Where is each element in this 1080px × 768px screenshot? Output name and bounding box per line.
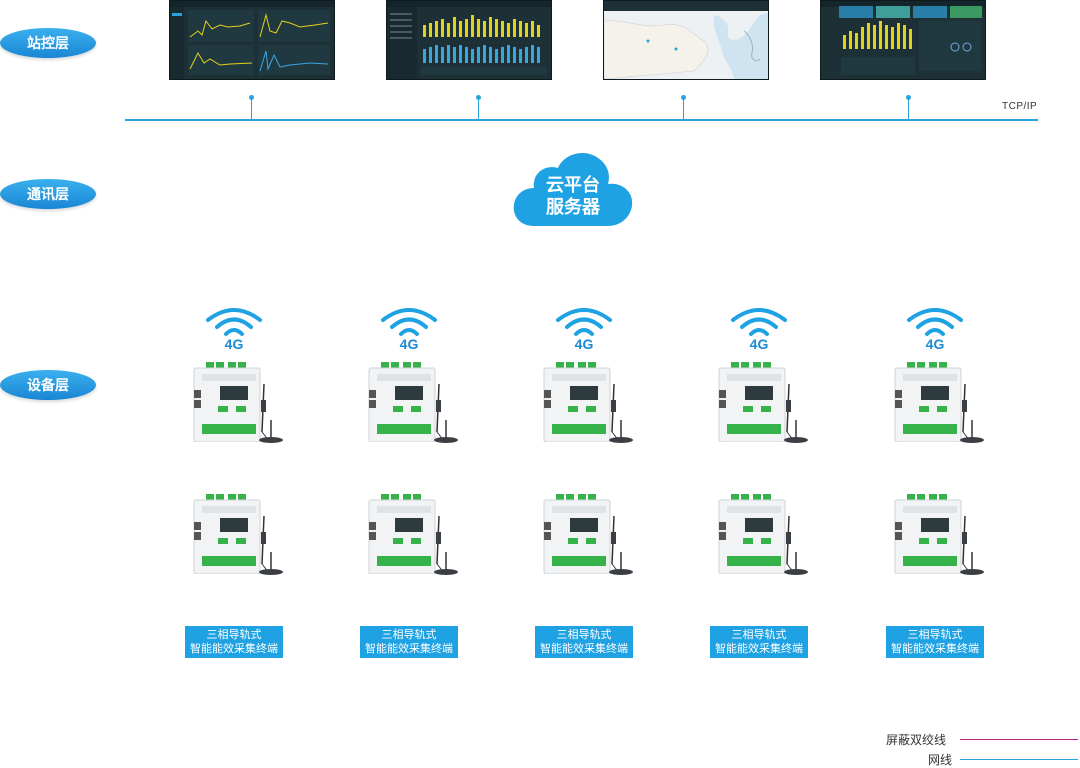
wifi-icon (204, 306, 264, 340)
antenna-base-icon (606, 420, 636, 449)
antenna-base-icon (957, 552, 987, 581)
legend-shielded-line (960, 739, 1078, 740)
energy-meter-device (367, 362, 457, 443)
device-name-line1: 三相导轨式 (556, 629, 612, 641)
signal-label: 4G (574, 336, 594, 352)
layer-badge-comm: 通讯层 (0, 179, 96, 209)
protocol-label: TCP/IP (1002, 101, 1038, 112)
legend-shielded-label: 屏蔽双绞线 (886, 733, 947, 747)
antenna-base-icon (431, 420, 461, 449)
monitor-screen-trends (169, 0, 335, 80)
layer-badge-device: 设备层 (0, 370, 96, 400)
energy-meter-device (542, 494, 632, 575)
antenna-base-icon (781, 420, 811, 449)
device-name-label: 三相导轨式智能能效采集终端 (360, 626, 458, 658)
device-name-line2: 智能能效采集终端 (365, 643, 453, 655)
bar-dashboard-thumbnail (387, 1, 551, 79)
device-name-line1: 三相导轨式 (381, 629, 437, 641)
wifi-icon (379, 306, 439, 340)
device-name-line1: 三相导轨式 (731, 629, 787, 641)
device-name-line2: 智能能效采集终端 (540, 643, 628, 655)
signal-label: 4G (925, 336, 945, 352)
cloud-label-line1: 云平台 (546, 175, 600, 195)
monitor-screen-bars (386, 0, 552, 80)
energy-meter-device (893, 494, 983, 575)
cloud-label: 云平台 服务器 (510, 174, 636, 218)
bus-drop-line (683, 97, 684, 119)
device-name-line2: 智能能效采集终端 (891, 643, 979, 655)
antenna-base-icon (256, 552, 286, 581)
cloud-label-line2: 服务器 (546, 197, 600, 217)
antenna-base-icon (957, 420, 987, 449)
wifi-icon (554, 306, 614, 340)
energy-meter-device (192, 362, 282, 443)
network-bus-line (125, 119, 1038, 121)
legend-network-label: 网线 (928, 753, 953, 767)
energy-meter-device (717, 494, 807, 575)
device-name-line2: 智能能效采集终端 (190, 643, 278, 655)
wifi-icon (729, 306, 789, 340)
device-name-label: 三相导轨式智能能效采集终端 (886, 626, 984, 658)
device-name-line1: 三相导轨式 (907, 629, 963, 641)
monitor-screen-summary (820, 0, 986, 80)
energy-meter-device (542, 362, 632, 443)
signal-label: 4G (749, 336, 769, 352)
antenna-base-icon (781, 552, 811, 581)
energy-meter-device (893, 362, 983, 443)
bus-drop-line (251, 97, 252, 119)
cloud-icon (513, 153, 633, 226)
bus-drop-line (478, 97, 479, 119)
wifi-icon (905, 306, 965, 340)
device-name-label: 三相导轨式智能能效采集终端 (535, 626, 633, 658)
layer-badge-station: 站控层 (0, 28, 96, 58)
signal-label: 4G (224, 336, 244, 352)
summary-dashboard-thumbnail (821, 1, 985, 75)
signal-label: 4G (399, 336, 419, 352)
antenna-base-icon (256, 420, 286, 449)
trend-dashboard-thumbnail (170, 1, 334, 79)
energy-meter-device (192, 494, 282, 575)
monitor-screen-map (603, 0, 769, 80)
device-name-line2: 智能能效采集终端 (715, 643, 803, 655)
device-name-label: 三相导轨式智能能效采集终端 (710, 626, 808, 658)
legend-network-line (960, 759, 1078, 760)
antenna-base-icon (431, 552, 461, 581)
energy-meter-device (367, 494, 457, 575)
device-name-label: 三相导轨式智能能效采集终端 (185, 626, 283, 658)
device-name-line1: 三相导轨式 (206, 629, 262, 641)
bus-drop-line (908, 97, 909, 119)
antenna-base-icon (606, 552, 636, 581)
map-thumbnail (604, 1, 768, 79)
